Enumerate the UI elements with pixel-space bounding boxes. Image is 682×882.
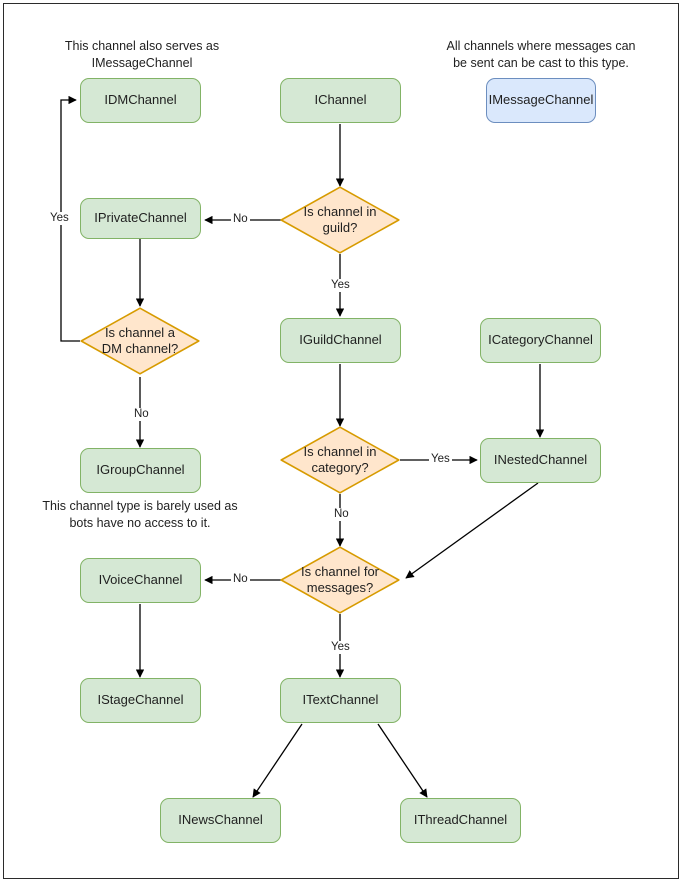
decision-line-1: Is channel in [303, 443, 377, 459]
diamond-shape-icon [80, 307, 200, 375]
node-label: ITextChannel [302, 692, 379, 708]
decision-line-1: Is channel for [300, 563, 380, 579]
edge-label-category-yes: Yes [429, 453, 452, 466]
node-label: IGroupChannel [96, 462, 185, 478]
decision-line-1: Is channel in [303, 203, 377, 219]
node-label: IDMChannel [104, 92, 177, 108]
edge-label-messages-no: No [231, 573, 250, 586]
node-imessagechannel[interactable]: IMessageChannel [486, 78, 596, 123]
node-ithreadchannel[interactable]: IThreadChannel [400, 798, 521, 843]
edge-inestedchannel-to-isformessages [405, 482, 539, 579]
node-idmchannel[interactable]: IDMChannel [80, 78, 201, 123]
decision-is-channel-in-guild[interactable]: Is channel in guild? [280, 186, 400, 254]
note-group-channel: This channel type is barely used as bots… [42, 499, 238, 530]
diamond-shape-icon [280, 546, 400, 614]
node-inewschannel[interactable]: INewsChannel [160, 798, 281, 843]
edge-label-messages-yes: Yes [329, 641, 352, 654]
decision-line-2: category? [311, 460, 369, 475]
node-label: IMessageChannel [488, 92, 594, 108]
node-igroupchannel[interactable]: IGroupChannel [80, 448, 201, 493]
node-iguildchannel[interactable]: IGuildChannel [280, 318, 401, 363]
decision-label: Is channel for messages? [291, 564, 389, 597]
edge-label-guild-no: No [231, 213, 250, 226]
edge-label-dm-no: No [132, 408, 151, 421]
decision-is-channel-a-dm-channel[interactable]: Is channel a DM channel? [80, 307, 200, 375]
node-label: ICategoryChannel [488, 332, 593, 348]
edge-label-guild-yes: Yes [329, 279, 352, 292]
node-ivoicechannel[interactable]: IVoiceChannel [80, 558, 201, 603]
decision-label: Is channel in category? [294, 444, 387, 477]
node-itextchannel[interactable]: ITextChannel [280, 678, 401, 723]
node-istagechannel[interactable]: IStageChannel [80, 678, 201, 723]
decision-line-1: Is channel a [104, 324, 176, 340]
decision-line-2: guild? [322, 220, 358, 235]
node-label: IGuildChannel [299, 332, 382, 348]
note-message-channel: All channels where messages can be sent … [446, 39, 636, 70]
node-label: IStageChannel [97, 692, 184, 708]
diamond-shape-icon [280, 426, 400, 494]
decision-is-channel-in-category[interactable]: Is channel in category? [280, 426, 400, 494]
node-iprivatechannel[interactable]: IPrivateChannel [80, 198, 201, 239]
decision-label: Is channel in guild? [294, 204, 387, 237]
note-dm-channel: This channel also serves as IMessageChan… [64, 39, 220, 70]
decision-label: Is channel a DM channel? [92, 325, 189, 358]
node-label: IChannel [314, 92, 367, 108]
node-label: INewsChannel [178, 812, 263, 828]
edge-label-dm-yes: Yes [48, 212, 71, 225]
node-inestedchannel[interactable]: INestedChannel [480, 438, 601, 483]
node-label: IPrivateChannel [94, 210, 187, 226]
edge-itextchannel-to-ithreadchannel [377, 723, 428, 798]
node-ichannel[interactable]: IChannel [280, 78, 401, 123]
edge-itextchannel-to-inewschannel [252, 723, 303, 798]
diamond-shape-icon [280, 186, 400, 254]
decision-line-2: messages? [306, 580, 374, 595]
edge-label-category-no: No [332, 508, 351, 521]
decision-is-channel-for-messages[interactable]: Is channel for messages? [280, 546, 400, 614]
node-icategorychannel[interactable]: ICategoryChannel [480, 318, 601, 363]
node-label: INestedChannel [493, 452, 588, 468]
node-label: IVoiceChannel [98, 572, 183, 588]
decision-line-2: DM channel? [101, 341, 179, 356]
node-label: IThreadChannel [413, 812, 508, 828]
